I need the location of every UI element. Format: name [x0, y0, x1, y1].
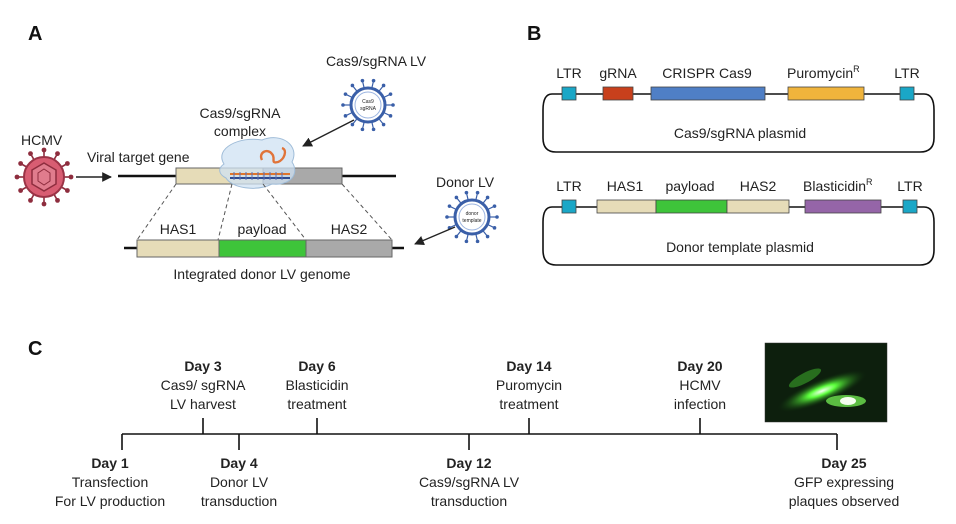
cas9-lv-virion-icon: Cas9 sgRNA: [341, 78, 395, 132]
event-day1-day: Day 1: [91, 455, 129, 471]
cas9-sgrna-plasmid: LTR gRNA CRISPR Cas9 PuromycinR LTR Cas9…: [542, 64, 935, 153]
plasmid1-puro-label: PuromycinR: [787, 64, 860, 81]
plasmid2-backbone: [542, 206, 935, 266]
event-day6-line1: Blasticidin: [285, 377, 348, 393]
donor-lv-virion-icon: donor template: [445, 190, 499, 244]
plasmid1-puro-block: [787, 86, 865, 101]
plasmid2-ltr-left-block: [561, 199, 577, 214]
plasmid2-ltr-left-label: LTR: [556, 178, 581, 194]
integrated-payload-block: [218, 239, 307, 258]
event-day1-line1: Transfection: [72, 474, 149, 490]
hcmv-virion-icon: [14, 147, 74, 207]
cas9-virion-text-1: Cas9: [362, 99, 374, 105]
event-day12-day: Day 12: [446, 455, 491, 471]
plasmid1-ltr-left-label: LTR: [556, 65, 581, 81]
donor-lv-label: Donor LV: [436, 174, 495, 190]
event-day3-line2: LV harvest: [170, 396, 236, 412]
event-day3-line1: Cas9/ sgRNA: [161, 377, 246, 393]
plasmid2-has2-block: [726, 199, 790, 214]
event-day4-line1: Donor LV: [210, 474, 269, 490]
plasmid1-puro-text: Puromycin: [787, 65, 853, 81]
viral-target-gene-label: Viral target gene: [87, 149, 190, 165]
integrated-genome-caption: Integrated donor LV genome: [173, 266, 350, 282]
event-day25-day: Day 25: [821, 455, 866, 471]
event-day12-line1: Cas9/sgRNA LV: [419, 474, 520, 490]
plasmid1-backbone: [542, 93, 935, 153]
event-day1: Day 1 Transfection For LV production: [55, 455, 165, 509]
panel-label-b: B: [527, 23, 541, 45]
plasmid2-ltr-right-block: [902, 199, 918, 214]
event-day1-line2: For LV production: [55, 493, 165, 509]
event-day4: Day 4 Donor LV transduction: [201, 455, 277, 509]
event-day25-line2: plaques observed: [789, 493, 900, 509]
event-day14-line2: treatment: [499, 396, 558, 412]
plasmid1-cas9-block: [650, 86, 766, 101]
event-day6-line2: treatment: [287, 396, 346, 412]
hcmv-label: HCMV: [21, 132, 63, 148]
plasmid2-name: Donor template plasmid: [666, 239, 814, 255]
donor-virion-text-2: template: [462, 218, 481, 224]
cas9-complex-icon: [219, 137, 296, 189]
gfp-plaque-micrograph: [764, 342, 888, 423]
event-day12-line2: transduction: [431, 493, 507, 509]
event-day14: Day 14 Puromycin treatment: [496, 358, 562, 412]
cas9-lv-label: Cas9/sgRNA LV: [326, 53, 427, 69]
integrated-has1-block: [136, 239, 220, 258]
event-day6: Day 6 Blasticidin treatment: [285, 358, 348, 412]
complex-label-line2: complex: [214, 123, 266, 139]
integrated-has2-block: [305, 239, 393, 258]
event-day3: Day 3 Cas9/ sgRNA LV harvest: [161, 358, 246, 412]
event-day20-line1: HCMV: [679, 377, 721, 393]
plasmid2-payload-label: payload: [665, 178, 714, 194]
integrated-has1-label: HAS1: [160, 221, 197, 237]
plasmid2-blast-label: BlasticidinR: [803, 177, 873, 194]
event-day20: Day 20 HCMV infection: [674, 358, 726, 412]
plasmid2-blast-block: [804, 199, 882, 214]
plasmid2-ltr-right-label: LTR: [897, 178, 922, 194]
plasmid1-grna-block: [602, 86, 634, 101]
cas9-virion-text-2: sgRNA: [360, 106, 377, 112]
event-day14-line1: Puromycin: [496, 377, 562, 393]
event-day3-day: Day 3: [184, 358, 222, 374]
event-day20-line2: infection: [674, 396, 726, 412]
event-day25-line1: GFP expressing: [794, 474, 894, 490]
plasmid2-blast-sup: R: [866, 177, 873, 187]
plasmid1-ltr-right-block: [899, 86, 915, 101]
panel-label-a: A: [28, 23, 42, 45]
plasmid1-puro-sup: R: [853, 64, 860, 74]
timeline-ticks: [121, 418, 838, 450]
event-day6-day: Day 6: [298, 358, 336, 374]
event-day25: Day 25 GFP expressing plaques observed: [789, 455, 900, 509]
plasmid2-has2-label: HAS2: [740, 178, 777, 194]
plasmid1-name: Cas9/sgRNA plasmid: [674, 125, 806, 141]
integration-dashes: [136, 183, 393, 241]
donor-template-plasmid: LTR HAS1 payload HAS2 BlasticidinR LTR D…: [542, 177, 935, 266]
complex-label-line1: Cas9/sgRNA: [200, 105, 282, 121]
plasmid2-blast-text: Blasticidin: [803, 178, 866, 194]
plasmid2-payload-block: [655, 199, 728, 214]
panel-label-c: C: [28, 338, 42, 360]
donor-lv-arrow: [414, 226, 456, 246]
plasmid1-grna-label: gRNA: [599, 65, 637, 81]
event-day4-day: Day 4: [220, 455, 258, 471]
plasmid1-ltr-left-block: [561, 86, 577, 101]
donor-virion-text-1: donor: [466, 211, 479, 217]
event-day12: Day 12 Cas9/sgRNA LV transduction: [419, 455, 520, 509]
plasmid2-has1-block: [596, 199, 657, 214]
plasmid1-cas9-label: CRISPR Cas9: [662, 65, 752, 81]
event-day4-line2: transduction: [201, 493, 277, 509]
event-day14-day: Day 14: [506, 358, 551, 374]
integrated-payload-label: payload: [237, 221, 286, 237]
cas9-lv-arrow: [302, 119, 355, 147]
integrated-has2-label: HAS2: [331, 221, 368, 237]
event-day20-day: Day 20: [677, 358, 722, 374]
plasmid2-has1-label: HAS1: [607, 178, 644, 194]
plasmid1-ltr-right-label: LTR: [894, 65, 919, 81]
